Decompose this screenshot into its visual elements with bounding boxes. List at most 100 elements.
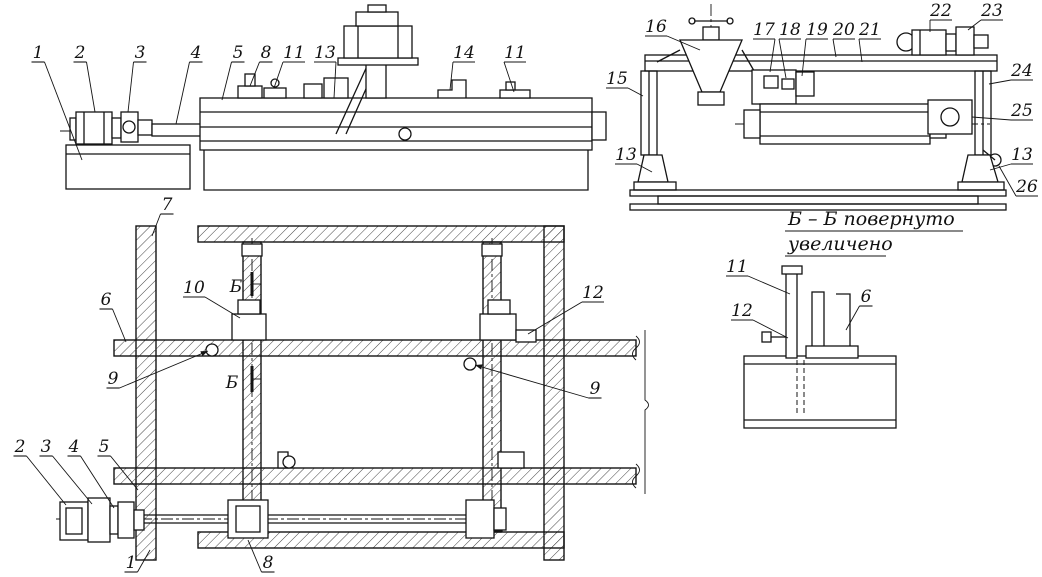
- callout-leader: [989, 163, 1012, 171]
- clamp-foot: [805, 345, 859, 359]
- callout-leader: [832, 38, 837, 58]
- detail-view: [743, 265, 897, 429]
- head-motor: [343, 25, 413, 59]
- callout-leader: [137, 549, 151, 573]
- callout-leader: [527, 301, 583, 335]
- callout-label: 13: [1011, 145, 1033, 165]
- callout-leader: [474, 364, 589, 399]
- callout: 8: [249, 43, 273, 87]
- callout-label: 12: [731, 301, 753, 321]
- right-rail: [543, 225, 565, 561]
- callout: 21: [858, 20, 881, 63]
- sheet-edge: [644, 330, 649, 494]
- section-mark-label: Б: [225, 373, 239, 393]
- callout-leader: [636, 163, 653, 173]
- callout-label: 25: [1010, 101, 1033, 121]
- callout-leader: [845, 305, 860, 331]
- top-rail: [197, 225, 565, 243]
- callout-leader: [752, 319, 789, 339]
- callout-label: 4: [190, 43, 202, 63]
- plan-coupling: [117, 501, 135, 539]
- plan-view: [56, 225, 649, 561]
- callout: 18: [778, 20, 801, 79]
- callout: 4: [175, 43, 203, 125]
- callout: 6: [845, 287, 873, 331]
- callout-label: 9: [108, 369, 119, 389]
- roller: [263, 87, 287, 99]
- carriage: [323, 77, 349, 99]
- callout: 6: [99, 290, 127, 343]
- callout-label: 8: [263, 553, 274, 573]
- section-view: [629, 4, 1007, 211]
- section-mark: Б: [225, 366, 261, 393]
- callout: 8: [247, 539, 275, 573]
- side-elevation-view: [60, 4, 607, 191]
- callout-label: 7: [162, 195, 173, 215]
- callout-label: 18: [779, 20, 801, 40]
- callout-label: 24: [1010, 61, 1033, 81]
- callout: 15: [606, 69, 644, 97]
- callout-label: 21: [858, 20, 881, 40]
- machine-bed: [199, 97, 593, 151]
- callout-leader: [333, 61, 337, 99]
- callout-label: 14: [453, 43, 475, 63]
- callout-leader: [26, 455, 67, 506]
- callout: 13: [615, 145, 653, 173]
- callout-label: 1: [126, 553, 137, 573]
- side-gearbox: [927, 99, 973, 135]
- callout-label: 5: [233, 43, 244, 63]
- left-foot: [637, 154, 669, 183]
- top-motor: [911, 29, 947, 56]
- section-note-line2: увеличено: [787, 233, 893, 255]
- callout: 12: [731, 301, 789, 339]
- callout: 26: [998, 165, 1038, 197]
- base-rail: [629, 189, 1007, 197]
- callout-leader: [503, 61, 515, 93]
- callout: 9: [474, 364, 602, 399]
- callout-leader: [627, 87, 644, 97]
- callout-label: 11: [726, 257, 748, 277]
- section-mark-label: Б: [229, 277, 243, 297]
- callout-label: 3: [41, 437, 52, 457]
- callout-leader: [204, 296, 241, 319]
- callout: 3: [39, 437, 93, 505]
- callout: 20: [832, 20, 855, 58]
- callout: 4: [67, 437, 115, 509]
- callout: 1: [124, 549, 151, 573]
- callout-label: 6: [101, 290, 112, 310]
- callout: 12: [527, 283, 604, 335]
- callout-leader: [249, 61, 260, 87]
- plan-bearing: [465, 499, 495, 539]
- section-note: Б – Б повернуто увеличено: [785, 208, 963, 257]
- callout: 10: [183, 278, 241, 319]
- callout-label: 10: [183, 278, 205, 298]
- callout: 23: [967, 1, 1003, 31]
- callout: 2: [73, 43, 96, 113]
- callout: 9: [106, 350, 209, 389]
- callout-leader: [998, 165, 1017, 197]
- callout: 1: [31, 43, 83, 161]
- bracket: [437, 79, 467, 98]
- callout: 13: [314, 43, 337, 99]
- callout-leader: [273, 61, 284, 89]
- callout-label: 12: [582, 283, 604, 303]
- callout: 5: [221, 43, 245, 101]
- cross-rail-lower: [113, 467, 637, 485]
- clamp-right: [479, 313, 517, 341]
- callout-label: 26: [1015, 177, 1038, 197]
- callout-label: 16: [645, 17, 667, 37]
- callout-label: 13: [615, 145, 637, 165]
- cross-rail-upper: [113, 339, 637, 357]
- callout-label: 3: [135, 43, 146, 63]
- callout-label: 2: [14, 437, 26, 457]
- roller: [499, 89, 531, 99]
- callout-leader: [247, 539, 262, 573]
- callout-leader: [44, 61, 83, 161]
- callout: 14: [449, 43, 475, 91]
- callout-leader: [747, 275, 791, 295]
- callout: 22: [929, 1, 952, 32]
- callout-leader: [801, 38, 807, 77]
- callout-label: 11: [283, 43, 305, 63]
- main-roller: [759, 103, 931, 145]
